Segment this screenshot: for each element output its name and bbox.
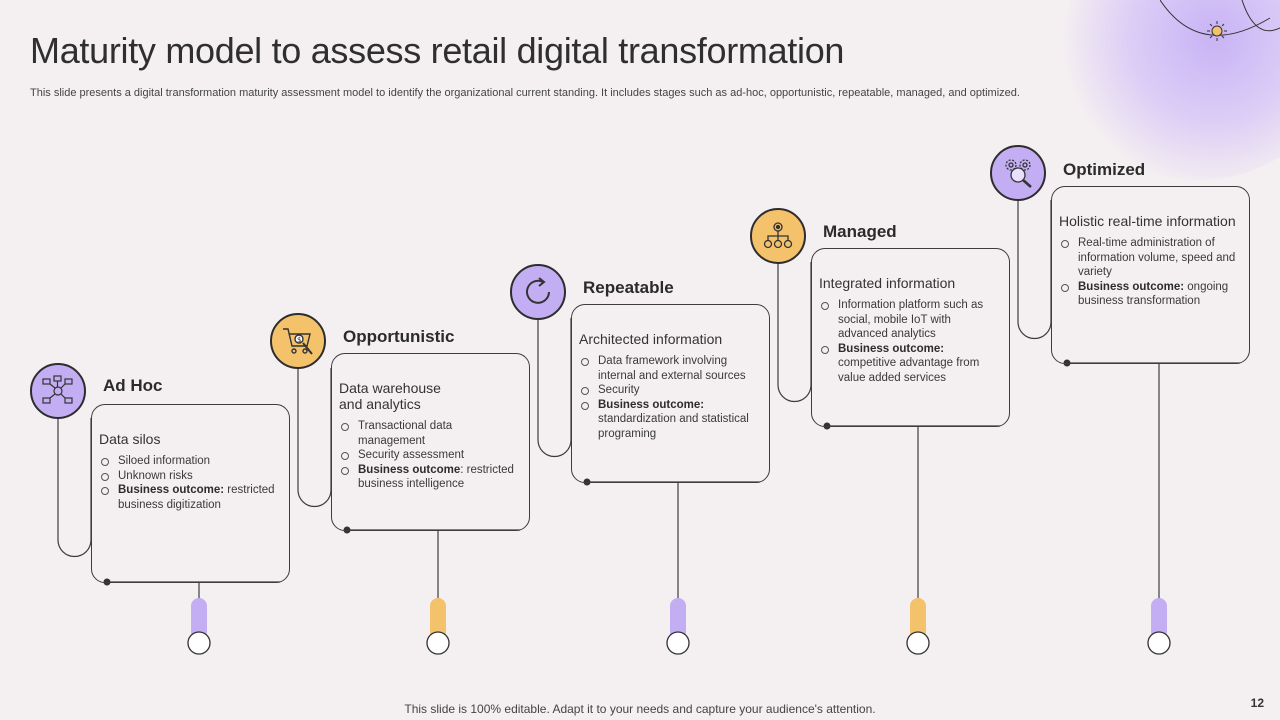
connector-managed xyxy=(777,262,812,403)
card-heading: Architected information xyxy=(579,331,723,347)
connector-opportunistic xyxy=(297,368,332,508)
card-heading: Integrated information xyxy=(819,275,956,291)
list-item: Siloed information xyxy=(99,454,281,469)
shopping-cart-icon: $ xyxy=(270,313,326,369)
list-item: Data framework involving internal and ex… xyxy=(579,354,761,383)
card-heading: Data warehouse and analytics xyxy=(339,380,441,412)
hierarchy-gear-icon xyxy=(750,208,806,264)
card-heading: Data silos xyxy=(99,431,161,447)
list-item: Business outcome: competitive advantage … xyxy=(819,342,1001,386)
connector-repeatable xyxy=(537,318,572,458)
bullet-list: Data framework involving internal and ex… xyxy=(579,354,761,441)
connector-ad-hoc xyxy=(57,418,92,558)
list-item: Security xyxy=(579,383,761,398)
stage-title-managed: Managed xyxy=(823,222,897,241)
stage-title-opportunistic: Opportunistic xyxy=(343,327,455,346)
stage-title-optimized: Optimized xyxy=(1063,160,1146,179)
stage-title-repeatable: Repeatable xyxy=(583,278,674,297)
stage-card-optimized: Holistic real-time information Real-time… xyxy=(1051,186,1250,364)
pin-optimized xyxy=(1147,598,1171,655)
page-title: Maturity model to assess retail digital … xyxy=(30,30,845,71)
list-item: Business outcome: standardization and st… xyxy=(579,398,761,442)
pin-ad-hoc xyxy=(187,598,211,655)
stage-card-managed: Integrated information Information platf… xyxy=(811,248,1010,427)
footer-note: This slide is 100% editable. Adapt it to… xyxy=(404,702,876,716)
network-icon xyxy=(30,363,86,419)
refresh-icon xyxy=(510,264,566,320)
pin-repeatable xyxy=(666,598,690,655)
pin-managed xyxy=(906,598,930,655)
page-number: 12 xyxy=(1250,696,1264,710)
sun-decoration-icon xyxy=(1160,0,1280,41)
bullet-list: Transactional data management Security a… xyxy=(339,419,521,492)
stage-card-ad-hoc: Data silos Siloed information Unknown ri… xyxy=(91,404,290,583)
list-item: Security assessment xyxy=(339,448,521,463)
page-subtitle: This slide presents a digital transforma… xyxy=(30,87,1020,99)
list-item: Real-time administration of information … xyxy=(1059,236,1241,280)
svg-text:$: $ xyxy=(297,336,301,344)
bullet-list: Real-time administration of information … xyxy=(1059,236,1241,309)
bullet-list: Siloed information Unknown risks Busines… xyxy=(99,454,281,512)
pin-opportunistic xyxy=(426,598,450,655)
gears-search-icon xyxy=(990,145,1046,201)
bullet-list: Information platform such as social, mob… xyxy=(819,298,1001,385)
connector-optimized xyxy=(1017,200,1052,340)
stage-card-opportunistic: Data warehouse and analytics Transaction… xyxy=(331,353,530,531)
list-item: Business outcome: restricted business in… xyxy=(339,463,521,492)
list-item: Business outcome: ongoing business trans… xyxy=(1059,280,1241,309)
list-item: Transactional data management xyxy=(339,419,521,448)
stage-title-ad-hoc: Ad Hoc xyxy=(103,376,163,395)
list-item: Unknown risks xyxy=(99,469,281,484)
list-item: Business outcome: restricted business di… xyxy=(99,483,281,512)
card-heading: Holistic real-time information xyxy=(1059,213,1236,229)
stage-card-repeatable: Architected information Data framework i… xyxy=(571,304,770,483)
list-item: Information platform such as social, mob… xyxy=(819,298,1001,342)
